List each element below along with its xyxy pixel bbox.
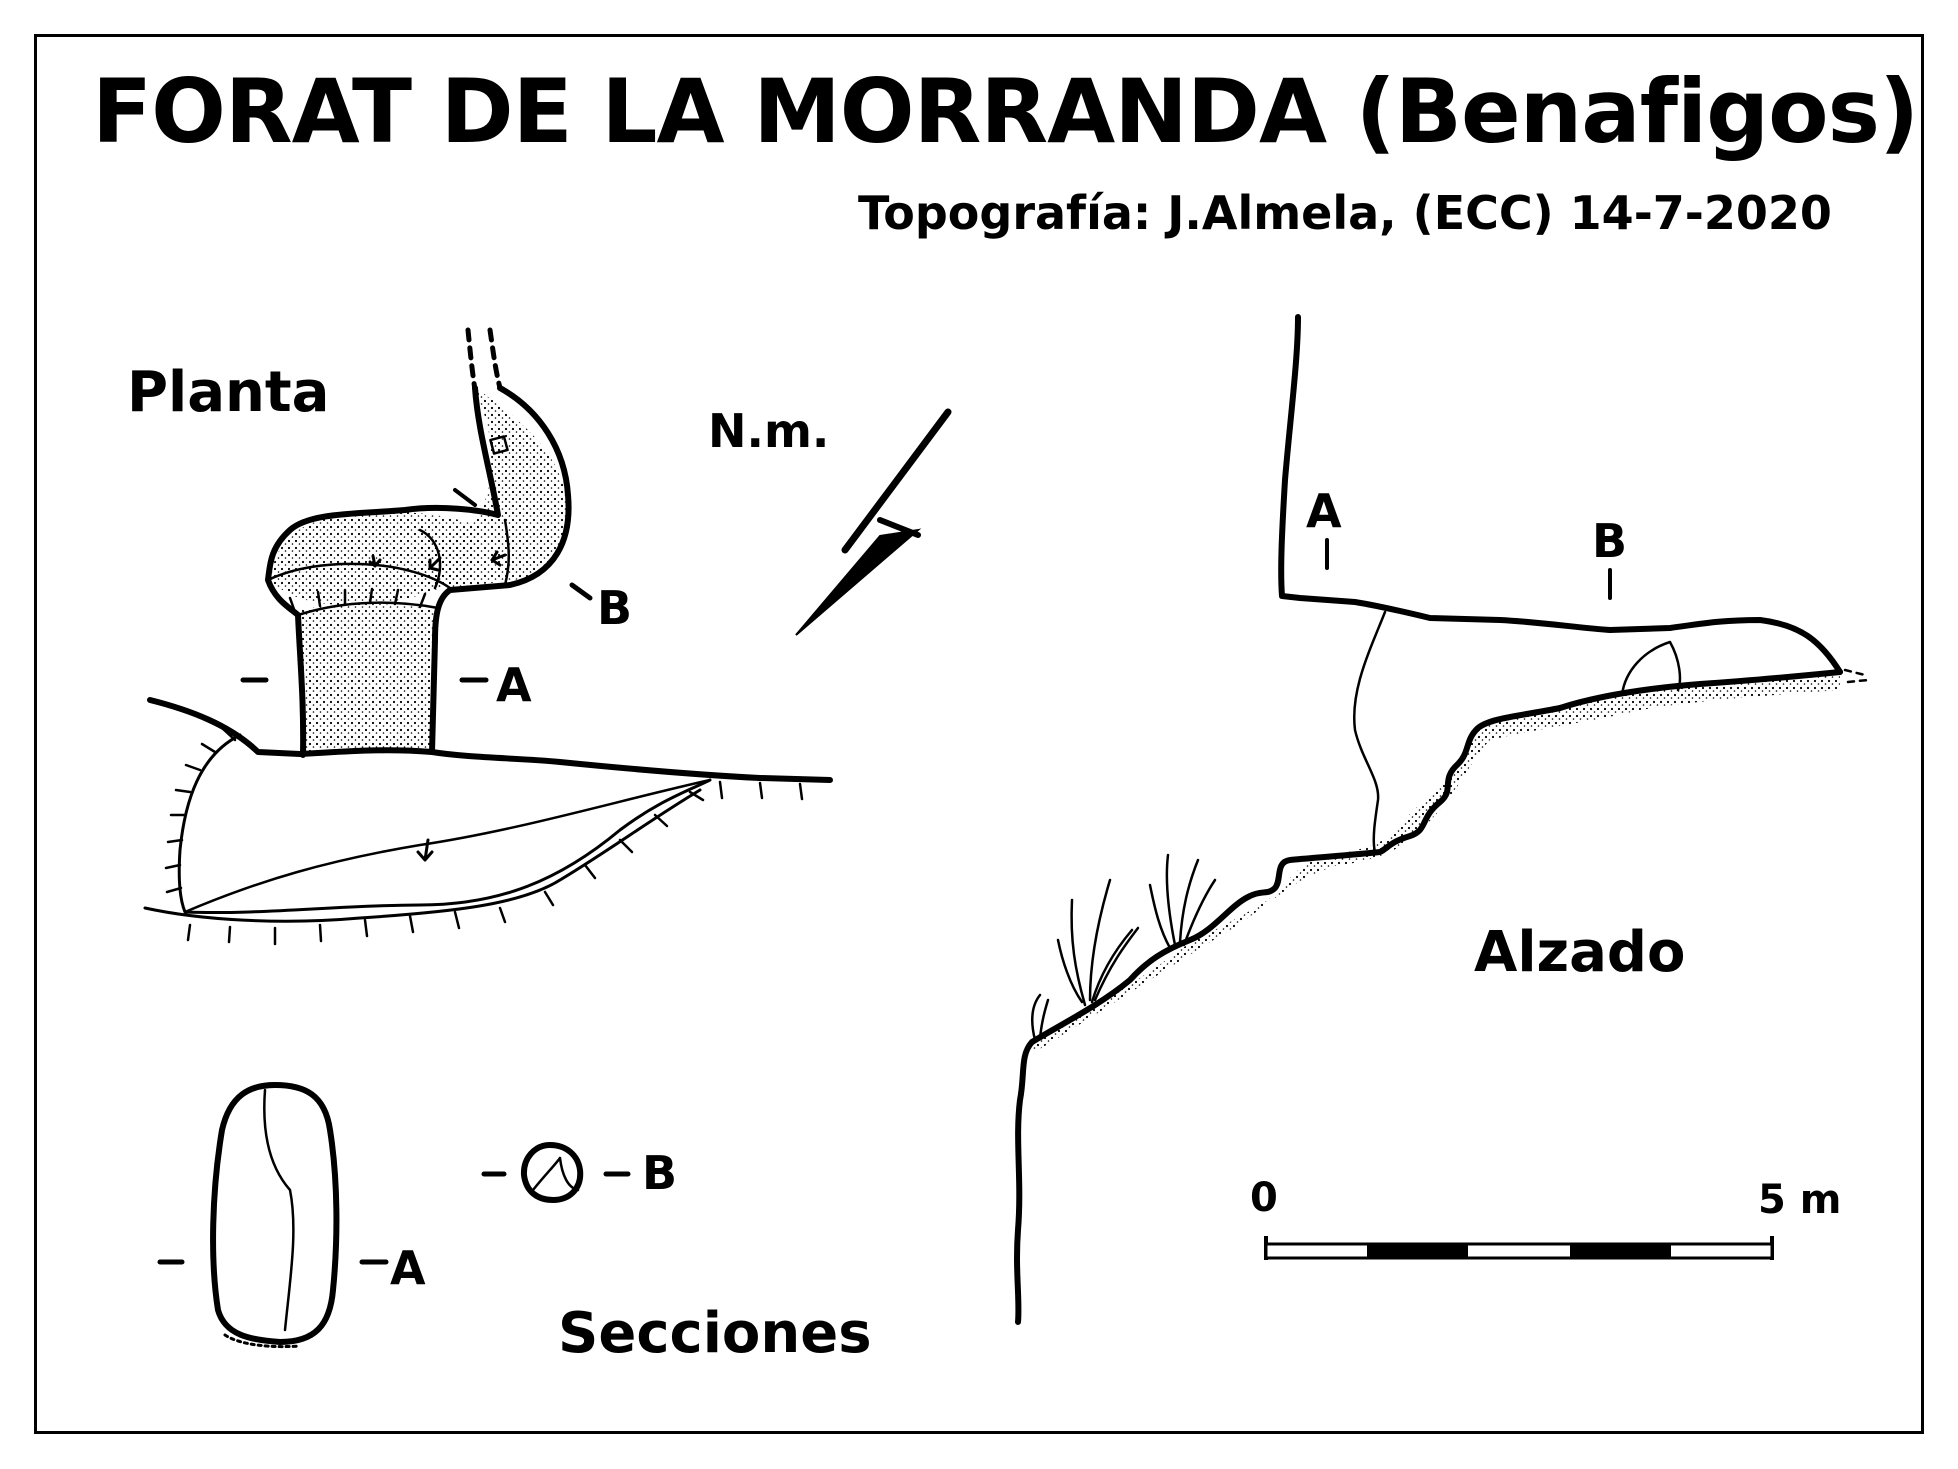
elevation-view	[1014, 314, 1870, 1325]
scale-segment-black-2	[1570, 1244, 1671, 1258]
north-arrow-icon	[795, 408, 952, 636]
survey-credit: Topografía: J.Almela, (ECC) 14-7-2020	[858, 186, 1832, 240]
plan-wall-right	[429, 385, 572, 755]
scale-bar	[1264, 1236, 1774, 1260]
section-a-outline	[210, 1082, 340, 1345]
plan-shelter-outline	[177, 733, 712, 915]
grass-tufts	[1031, 853, 1217, 1042]
plan-outer-ground	[147, 697, 833, 783]
elevation-inner-line	[1353, 610, 1387, 854]
plan-lower-passage-fill	[298, 604, 438, 754]
plan-label: Planta	[127, 360, 330, 425]
scale-end-label: 5 m	[1758, 1177, 1842, 1223]
plan-section-a-label: A	[496, 658, 532, 712]
cross-sections	[157, 1082, 631, 1349]
drawing-frame	[34, 34, 1924, 1434]
plan-section-b-tick	[569, 582, 593, 601]
plan-section-b-label: B	[597, 581, 633, 635]
elevation-section-a-label: A	[1306, 484, 1342, 538]
plan-unexplored-continuation	[465, 327, 478, 393]
plan-inner-line	[266, 562, 452, 590]
elevation-section-b-label: B	[1592, 514, 1628, 568]
plan-view	[143, 327, 833, 946]
elevation-lower-wall	[1014, 669, 1843, 1325]
scale-start-label: 0	[1250, 1175, 1278, 1221]
elevation-upper-wall	[1278, 314, 1843, 675]
section-b-outline	[520, 1142, 584, 1203]
north-label: N.m.	[708, 404, 830, 458]
elevation-label: Alzado	[1474, 920, 1686, 985]
map-title: FORAT DE LA MORRANDA (Benafigos)	[92, 60, 1919, 163]
section-a-label: A	[390, 1241, 426, 1295]
scale-segment-black-1	[1367, 1244, 1468, 1258]
elevation-ground-fill	[1030, 672, 1840, 1052]
section-b-label: B	[642, 1146, 678, 1200]
plan-wall-upper	[265, 385, 501, 758]
sections-label: Secciones	[558, 1301, 872, 1366]
